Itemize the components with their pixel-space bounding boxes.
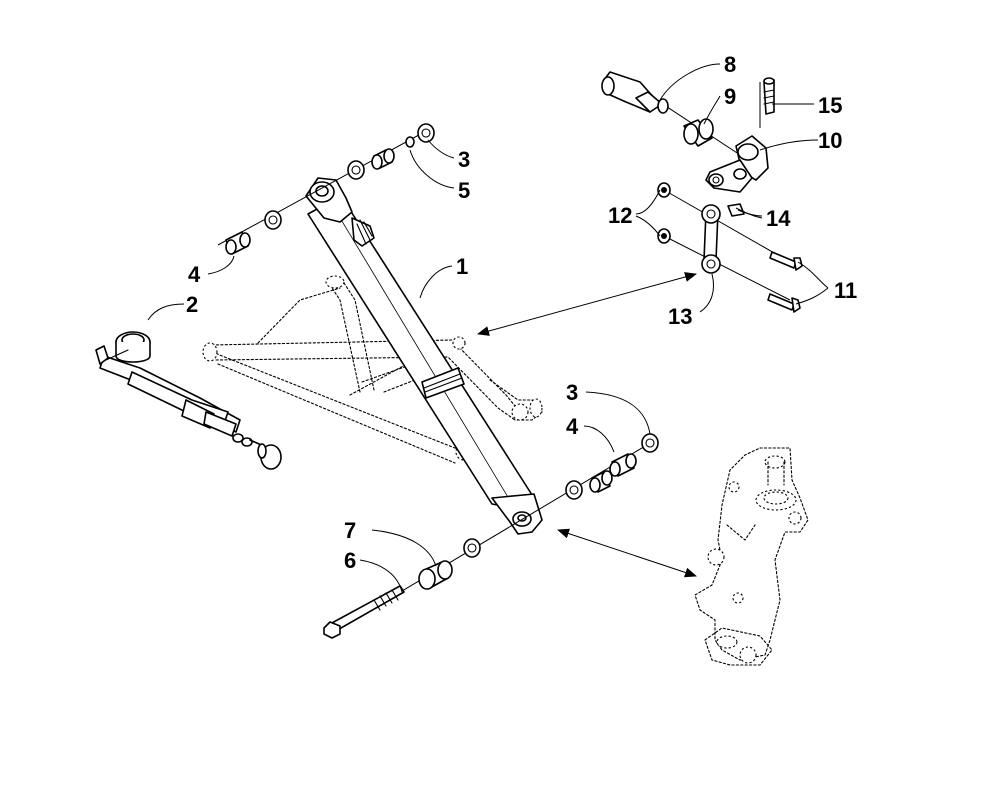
shock-absorber xyxy=(305,177,543,535)
callout-13: 13 xyxy=(668,304,692,329)
callout-9: 9 xyxy=(724,84,736,109)
callout-15: 15 xyxy=(818,93,842,118)
callout-14: 14 xyxy=(766,206,791,231)
callout-10: 10 xyxy=(818,128,842,153)
callout-3-lower: 3 xyxy=(566,380,578,405)
callout-8: 8 xyxy=(724,52,736,77)
spindle-outline xyxy=(694,447,809,666)
callout-7: 7 xyxy=(344,518,356,543)
callout-5: 5 xyxy=(458,178,470,203)
relationship-arrows xyxy=(477,272,697,578)
callout-11: 11 xyxy=(834,278,857,303)
callout-3-upper: 3 xyxy=(458,147,470,172)
callout-leaders xyxy=(147,63,829,593)
steering-linkage xyxy=(601,71,803,313)
callout-6: 6 xyxy=(344,548,356,573)
callout-12: 12 xyxy=(608,203,632,228)
callout-labels: 1 2 3 5 4 3 4 7 6 8 9 15 10 14 12 11 13 xyxy=(186,52,857,573)
callout-4-lower: 4 xyxy=(566,414,579,439)
callout-1: 1 xyxy=(456,254,468,279)
callout-4-upper: 4 xyxy=(188,262,201,287)
upper-mount-hardware xyxy=(217,123,435,255)
steering-dampener xyxy=(95,331,282,470)
callout-2: 2 xyxy=(186,292,198,317)
